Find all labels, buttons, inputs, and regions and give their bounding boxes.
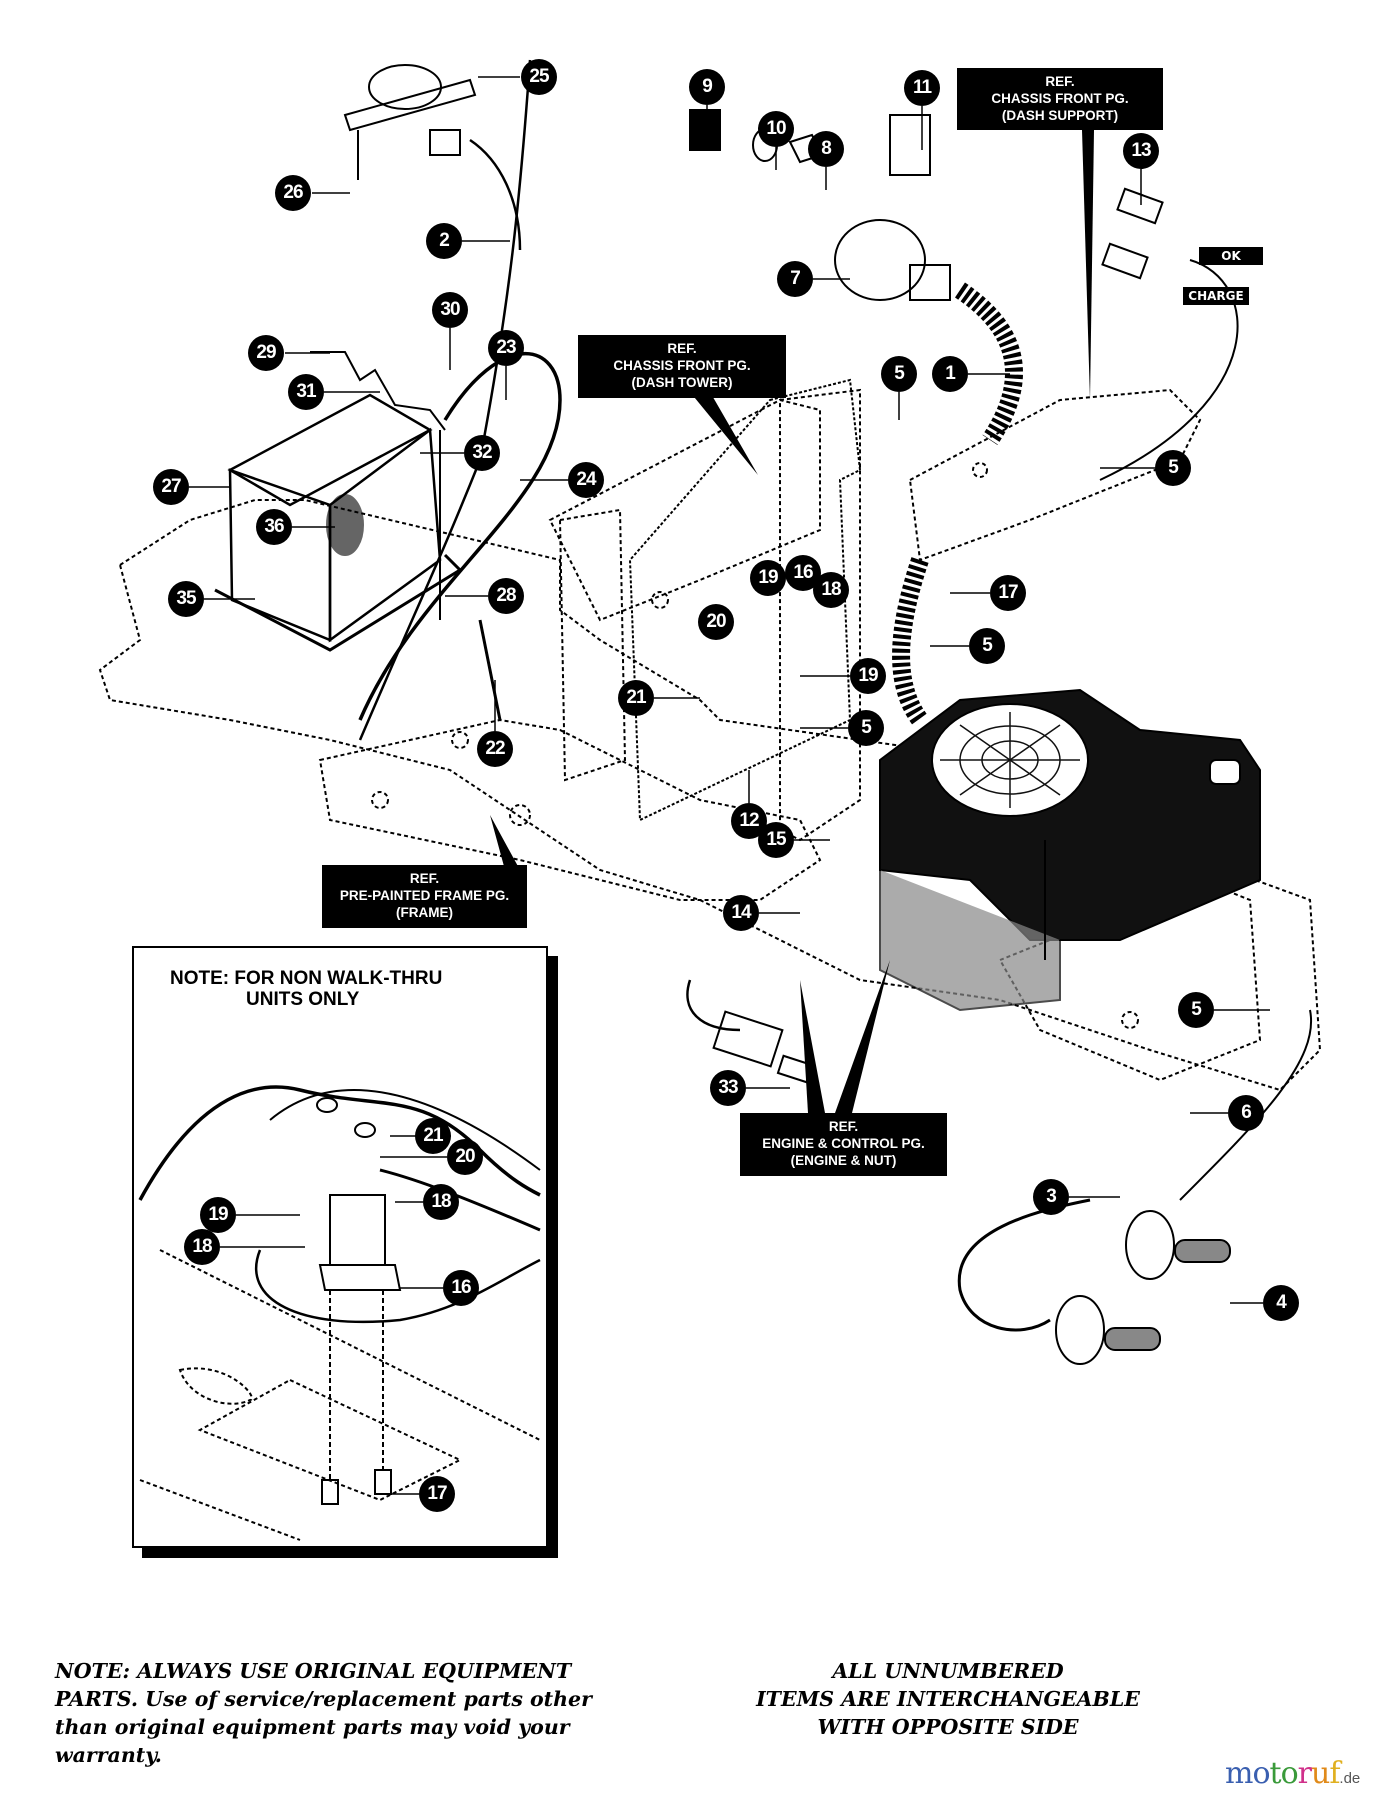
part-callout[interactable]: 28 [488,578,524,614]
part-callout[interactable]: 27 [153,469,189,505]
part-callout[interactable]: 7 [777,261,813,297]
part-callout[interactable]: 10 [758,111,794,147]
part-callout[interactable]: 5 [881,356,917,392]
part-callout[interactable]: 18 [813,572,849,608]
watermark-letter: o [1252,1756,1270,1791]
inset-note-line-1: NOTE: FOR NON WALK-THRU [170,968,443,989]
inset-part-callout[interactable]: 18 [184,1229,220,1265]
dash-tower [558,378,862,822]
ref-line: (ENGINE & NUT) [790,1153,897,1168]
seat-switch [343,64,477,180]
ref-line: REF. [409,871,440,886]
part-callout[interactable]: 20 [698,604,734,640]
inset-note: NOTE: FOR NON WALK-THRU UNITS ONLY [134,968,546,1010]
part-callout[interactable]: 14 [723,895,759,931]
watermark-letter: f [1329,1756,1340,1791]
ref-line: CHASSIS FRONT PG. [613,358,751,373]
part-callout[interactable]: 17 [990,575,1026,611]
part-callout[interactable]: 19 [850,658,886,694]
key-switch [957,1009,1313,1365]
chassis-frame [98,388,1322,1092]
part-callout[interactable]: 1 [932,356,968,392]
inset-part-callout[interactable]: 20 [447,1139,483,1175]
inset-part-callout[interactable]: 19 [200,1197,236,1233]
part-callout[interactable]: 33 [710,1070,746,1106]
part-callout[interactable]: 5 [1178,992,1214,1028]
watermark-letter: r [1297,1756,1312,1791]
watermark-letter: t [1269,1756,1282,1791]
battery [214,393,463,652]
leader-lines [189,76,1270,1304]
part-callout[interactable]: 4 [1263,1285,1299,1321]
charge-indicator-tag: CHARGE [1183,287,1249,305]
ok-indicator-tag: OK [1199,247,1263,265]
part-callout[interactable]: 26 [275,175,311,211]
ref-line: ENGINE & CONTROL PG. [762,1136,925,1151]
note-line: ALL UNNUMBERED [832,1659,1064,1683]
indicator-lights [1099,187,1239,481]
watermark-letter: o [1280,1756,1299,1791]
part-callout[interactable]: 9 [689,69,725,105]
inset-part-callout[interactable]: 18 [423,1184,459,1220]
note-line: WITH OPPOSITE SIDE [817,1715,1079,1739]
part-callout[interactable]: 3 [1033,1179,1069,1215]
note-line: PARTS. Use of service/replacement parts … [55,1687,592,1711]
part-callout[interactable]: 21 [618,680,654,716]
part-callout[interactable]: 15 [758,822,794,858]
part-callout[interactable]: 35 [168,581,204,617]
watermark-letter: m [1225,1756,1253,1791]
note-line: than original equipment parts may void y… [55,1715,570,1739]
ref-box-dash-tower: REF. CHASSIS FRONT PG. (DASH TOWER) [578,335,786,398]
part-callout[interactable]: 5 [1155,450,1191,486]
motoruf-watermark: motoruf.de [1225,1757,1360,1796]
ref-line: REF. [1045,74,1075,89]
part-callout[interactable]: 30 [432,292,468,328]
inset-part-callout[interactable]: 21 [415,1118,451,1154]
part-callout[interactable]: 19 [750,560,786,596]
part-callout[interactable]: 36 [256,509,292,545]
note-line: ITEMS ARE INTERCHANGEABLE [756,1687,1140,1711]
ref-line: (FRAME) [396,905,453,920]
note-line: warranty. [55,1743,162,1767]
part-callout[interactable]: 11 [904,70,940,106]
part-callout[interactable]: 29 [248,335,284,371]
ref-line: REF. [828,1119,859,1134]
part-callout[interactable]: 5 [848,710,884,746]
part-callout[interactable]: 2 [426,223,462,259]
non-walk-thru-inset: NOTE: FOR NON WALK-THRU UNITS ONLY [132,946,548,1548]
original-parts-note: NOTE: ALWAYS USE ORIGINAL EQUIPMENT PART… [55,1657,665,1769]
part-callout[interactable]: 8 [808,131,844,167]
connector [686,979,814,1084]
part-callout[interactable]: 32 [464,435,500,471]
engine [879,688,1261,1012]
inset-note-line-2: UNITS ONLY [246,989,360,1010]
inset-part-callout[interactable]: 16 [443,1270,479,1306]
watermark-suffix: .de [1339,1770,1361,1787]
ref-box-dash-support: REF. CHASSIS FRONT PG. (DASH SUPPORT) [957,68,1163,130]
ref-line: REF. [667,341,697,356]
part-callout[interactable]: 22 [477,731,513,767]
part-callout[interactable]: 25 [521,59,557,95]
part-callout[interactable]: 12 [731,803,767,839]
wire-harness [892,282,1023,726]
watermark-letter: u [1310,1756,1330,1791]
ref-box-frame: REF. PRE-PAINTED FRAME PG. (FRAME) [322,865,527,928]
note-line: NOTE: ALWAYS USE ORIGINAL EQUIPMENT [55,1659,572,1683]
part-callout[interactable]: 31 [288,374,324,410]
unnumbered-items-note: ALL UNNUMBERED ITEMS ARE INTERCHANGEABLE… [728,1657,1168,1741]
ref-line: PRE-PAINTED FRAME PG. [339,888,510,903]
part-callout[interactable]: 24 [568,462,604,498]
ref-box-engine-control: REF. ENGINE & CONTROL PG. (ENGINE & NUT) [740,1113,947,1176]
ref-line: CHASSIS FRONT PG. [991,91,1129,106]
part-callout[interactable]: 5 [969,628,1005,664]
part-callout[interactable]: 6 [1228,1095,1264,1131]
ignition-switch [689,109,951,301]
part-callout[interactable]: 23 [488,330,524,366]
ref-line: (DASH TOWER) [631,375,733,390]
inset-part-callout[interactable]: 17 [419,1476,455,1512]
part-callout[interactable]: 13 [1123,133,1159,169]
ref-line: (DASH SUPPORT) [1001,108,1119,123]
ref-pointers [490,130,1094,1113]
